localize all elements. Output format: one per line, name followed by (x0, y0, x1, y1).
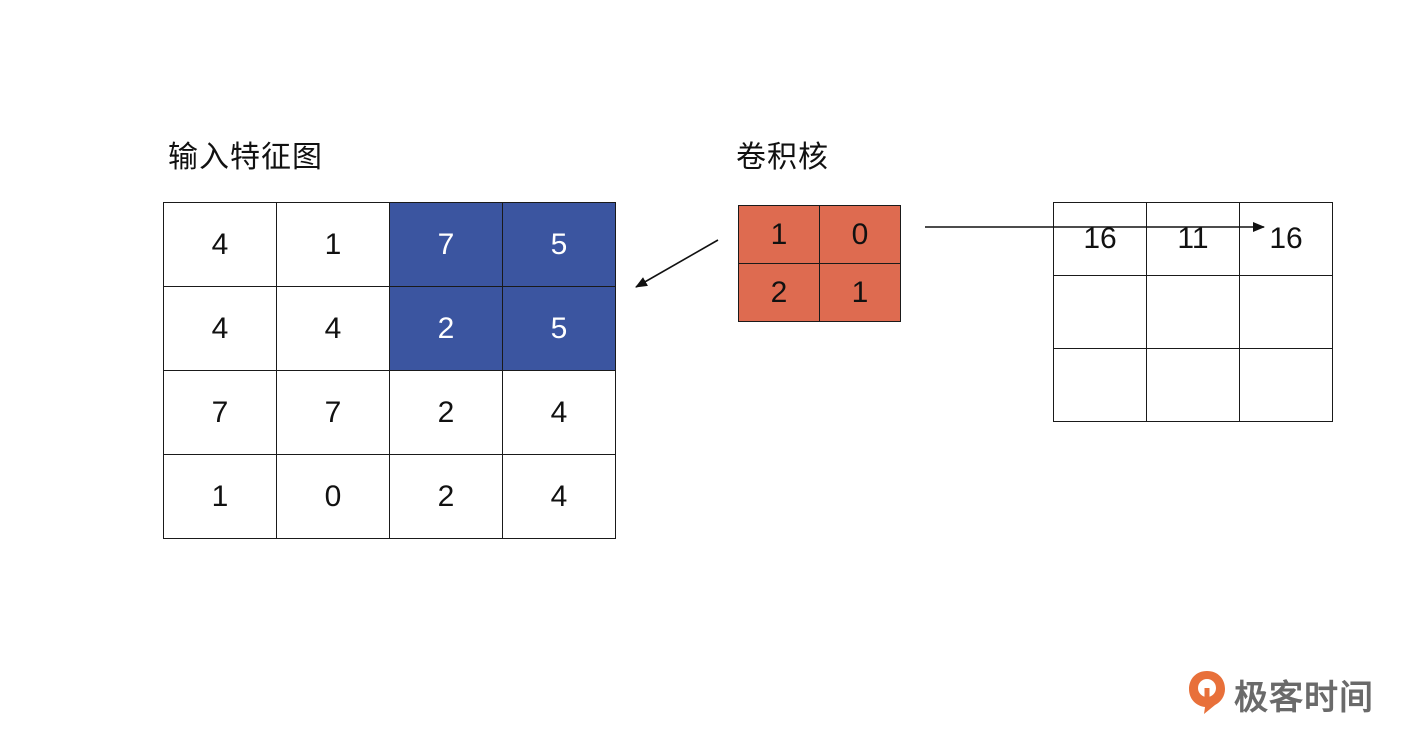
kernel-row: 2 1 (738, 263, 901, 322)
input-cell: 1 (163, 454, 277, 539)
input-row: 4 4 2 5 (163, 286, 616, 371)
kernel-label: 卷积核 (736, 140, 829, 175)
brand-logo: 极客时间 (1186, 668, 1374, 720)
input-row: 1 0 2 4 (163, 454, 616, 539)
input-row: 4 1 7 5 (163, 202, 616, 287)
output-row: 16 11 16 (1053, 202, 1333, 276)
input-cell: 0 (276, 454, 390, 539)
input-cell: 4 (502, 370, 616, 455)
input-cell: 2 (389, 454, 503, 539)
input-cell: 4 (502, 454, 616, 539)
input-cell: 2 (389, 370, 503, 455)
input-cell: 4 (163, 286, 277, 371)
input-cell: 4 (163, 202, 277, 287)
input-cell-highlighted: 5 (502, 202, 616, 287)
kernel-cell: 1 (819, 263, 901, 322)
input-cell-highlighted: 2 (389, 286, 503, 371)
input-cell-highlighted: 5 (502, 286, 616, 371)
output-cell (1239, 275, 1333, 349)
output-cell: 16 (1239, 202, 1333, 276)
output-row (1053, 348, 1333, 422)
kernel-cell: 0 (819, 205, 901, 264)
input-row: 7 7 2 4 (163, 370, 616, 455)
output-cell: 11 (1146, 202, 1240, 276)
output-cell (1146, 275, 1240, 349)
output-row (1053, 275, 1333, 349)
kernel-cell: 1 (738, 205, 820, 264)
input-cell: 4 (276, 286, 390, 371)
geektime-logo-icon (1186, 668, 1228, 720)
output-feature-map-grid: 16 11 16 (1053, 202, 1333, 422)
kernel-grid: 1 0 2 1 (738, 205, 901, 322)
input-feature-map-label: 输入特征图 (168, 140, 323, 175)
input-feature-map-grid: 4 1 7 5 4 4 2 5 7 7 2 4 1 0 2 4 (163, 202, 616, 539)
input-cell: 7 (163, 370, 277, 455)
kernel-to-input-arrow (635, 239, 719, 288)
brand-text: 极客时间 (1234, 677, 1374, 718)
kernel-row: 1 0 (738, 205, 901, 264)
output-cell (1239, 348, 1333, 422)
kernel-cell: 2 (738, 263, 820, 322)
